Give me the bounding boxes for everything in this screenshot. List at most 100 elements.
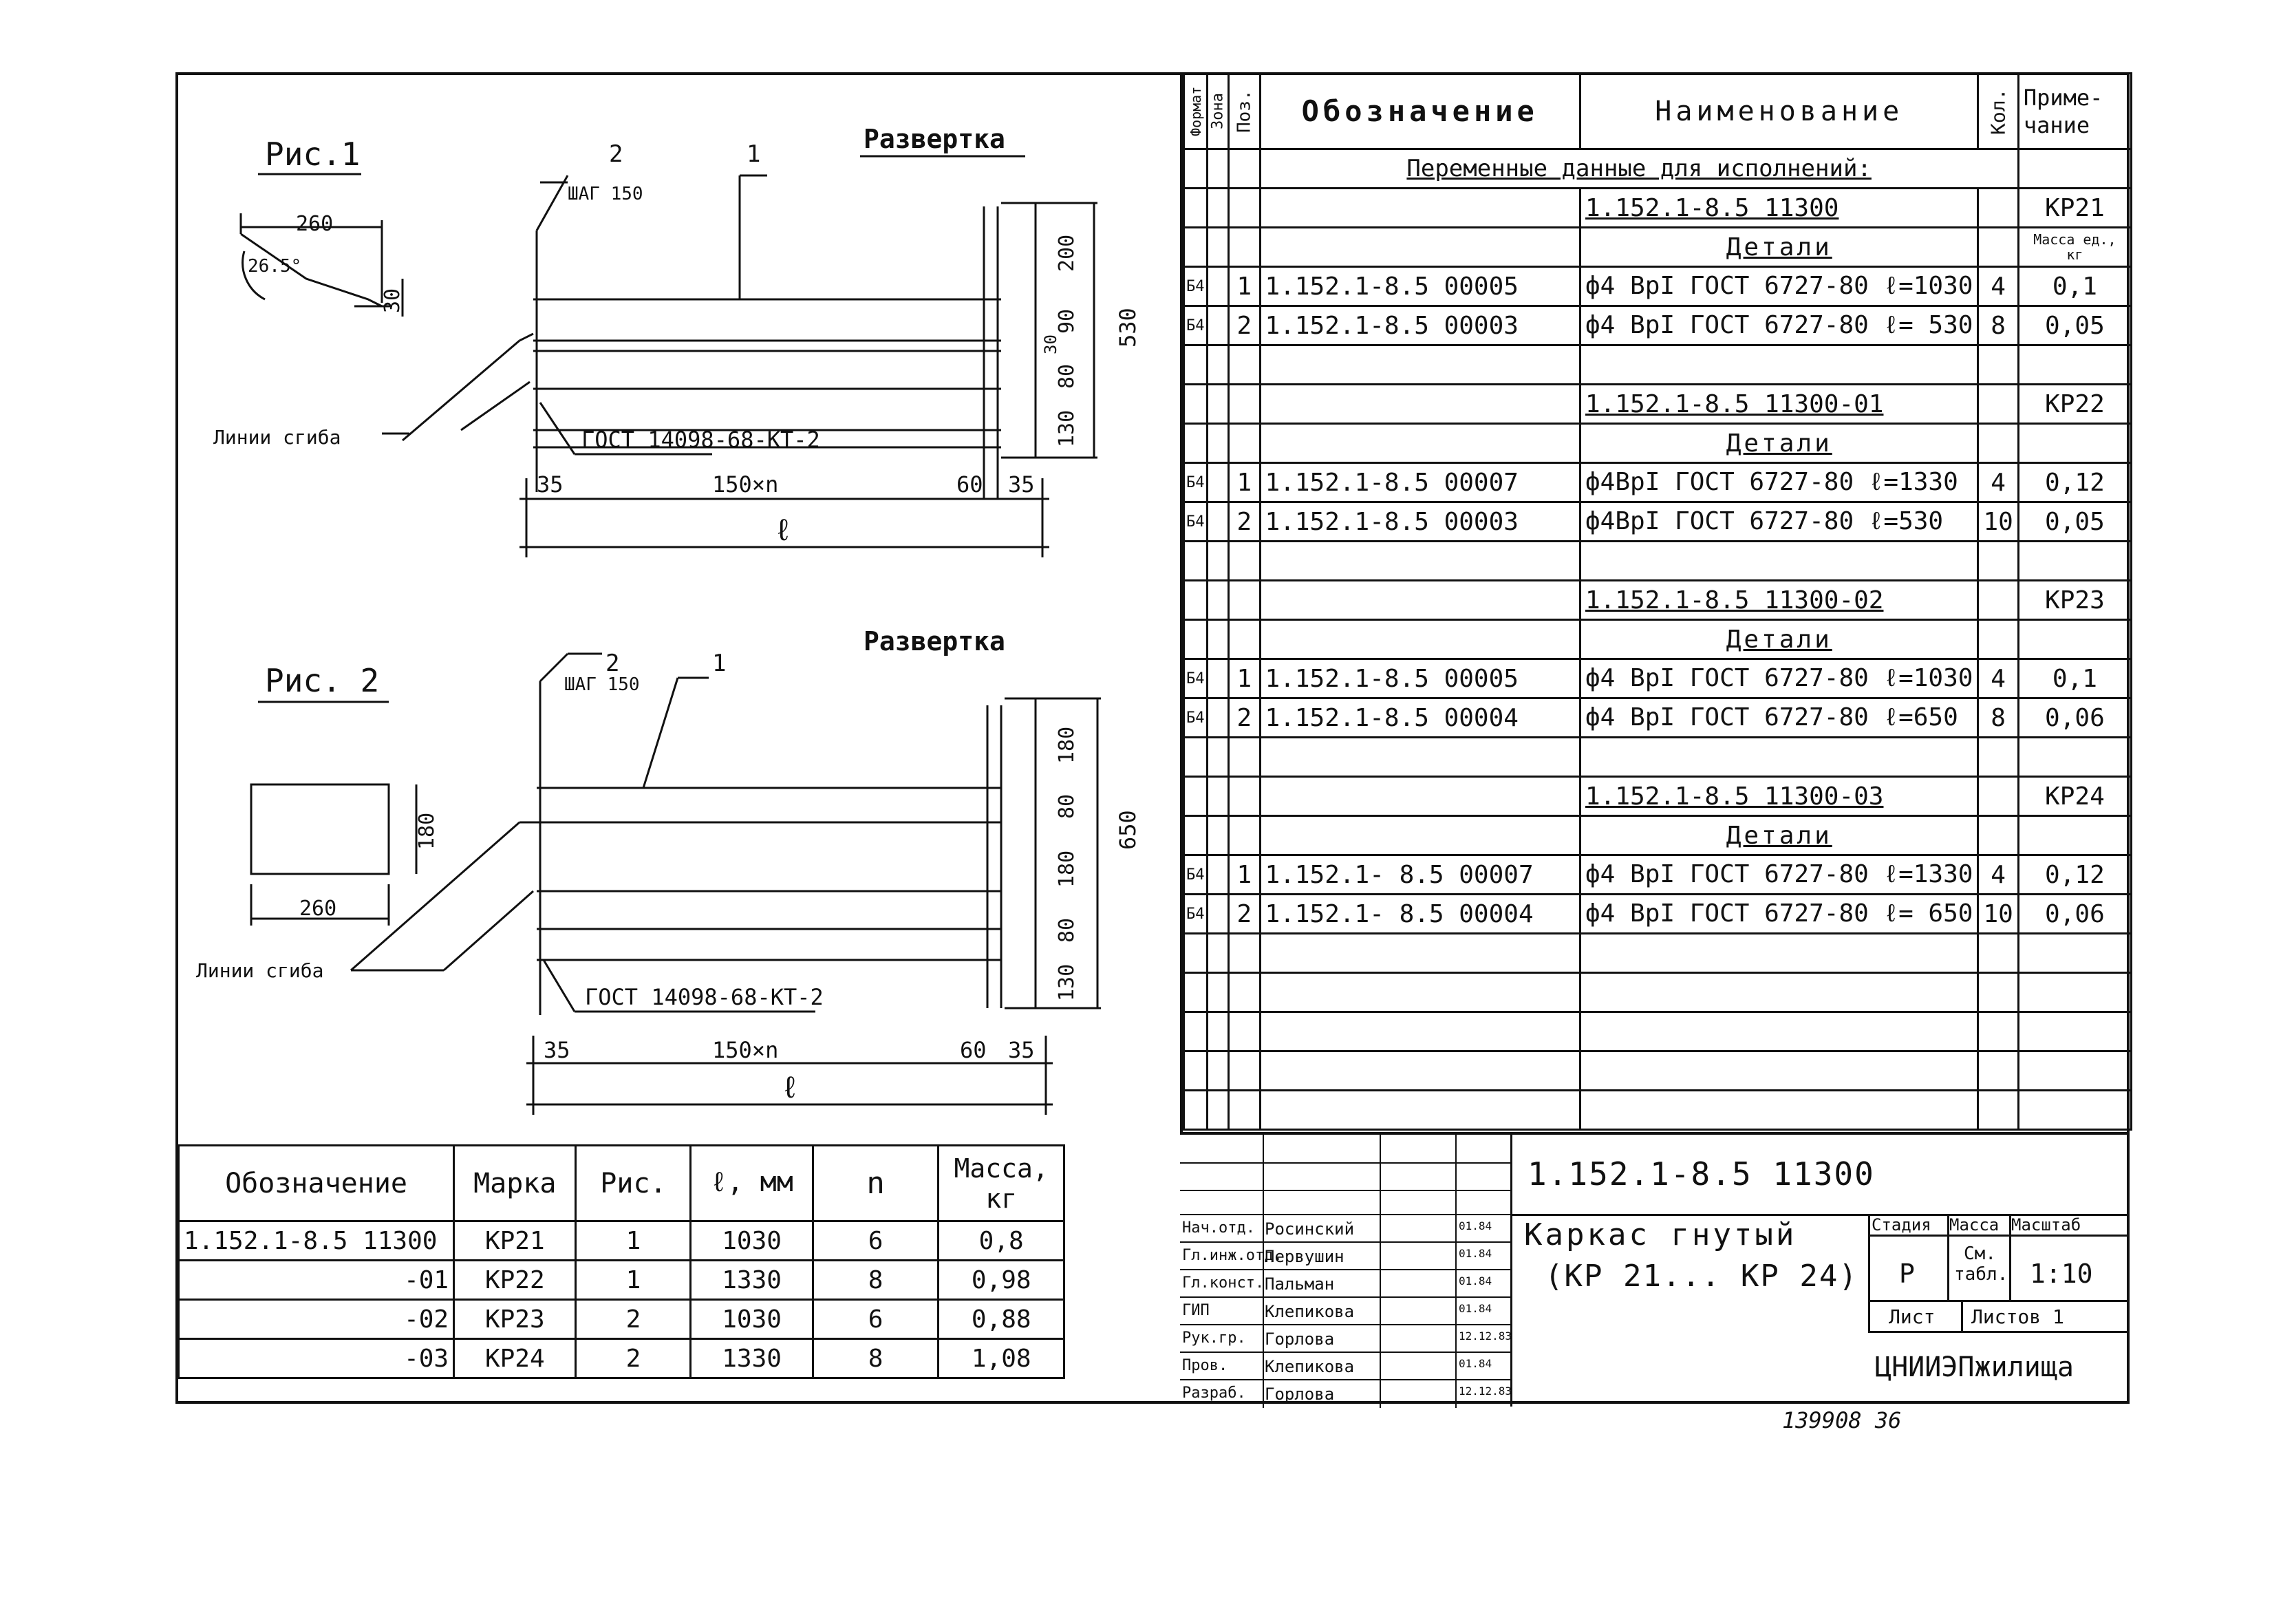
fig2-callout-1: 1 — [712, 650, 726, 677]
fig2-gost: ГОСТ 14098-68-КТ-2 — [585, 984, 824, 1010]
fig2-v-180b: 180 — [1055, 851, 1079, 888]
fig2-dim-35b: 35 — [1008, 1037, 1035, 1063]
fig2-v-80a: 80 — [1055, 794, 1079, 819]
fig1-v-530: 530 — [1115, 308, 1141, 348]
lt-h-massa: Масса, кг — [937, 1144, 1065, 1222]
spec-h-poz: Поз. — [1228, 73, 1260, 149]
fig2-dim-l: ℓ — [781, 1070, 799, 1105]
fig2-title: Рис. 2 — [265, 662, 379, 699]
spec-empty-row — [1183, 1089, 2133, 1131]
fig1-v-200: 200 — [1055, 235, 1079, 272]
fig1-razvertka: Развертка — [864, 124, 1005, 154]
tb-code: 1.152.1-8.5 11300 — [1528, 1155, 1875, 1193]
tb-stadiya-val: Р — [1899, 1259, 1915, 1289]
spec-h-note: Приме-чание — [2017, 72, 2133, 150]
spec-row — [1183, 736, 2133, 778]
spec-h-naim: Наименование — [1578, 72, 1980, 150]
left-table: Обозначение Марка Рис. ℓ, мм n Масса, кг… — [177, 1144, 1065, 1379]
tb-org: ЦНИИЭПжилища — [1875, 1351, 2074, 1383]
tb-masshtab-label: Масштаб — [2011, 1215, 2081, 1235]
left-drawings: Рис.1 Развертка 260 26.5° 30 Линии сгиба… — [196, 124, 1141, 1115]
fig2-v-130: 130 — [1055, 964, 1079, 1001]
table-row: -03 КР24 2 1330 8 1,08 — [177, 1338, 1065, 1379]
fig2-dim-260: 260 — [299, 897, 336, 921]
fig2-v-650: 650 — [1115, 810, 1141, 850]
spec-header: Формат Зона Поз. Обозначение Наименовани… — [1183, 72, 2133, 150]
fig1-profile — [240, 233, 383, 308]
fig1-v-80: 80 — [1055, 364, 1079, 389]
spec-empty-row — [1183, 932, 2133, 974]
title-block: 1.152.1-8.5 11300 Каркас гнутый (КР 21..… — [1180, 1132, 2130, 1408]
spec-variable-row: Переменные данные для исполнений: — [1183, 148, 2133, 189]
spec-empty-row — [1183, 1011, 2133, 1052]
fig1-dim-l: ℓ — [774, 513, 792, 548]
fig1-v-30: 30 — [1041, 334, 1060, 354]
lt-h-ris: Рис. — [575, 1144, 692, 1222]
fig1-callout-2: 2 — [609, 140, 623, 168]
fig1-dim-35a: 35 — [537, 471, 564, 498]
tb-stadiya-label: Стадия — [1872, 1215, 1931, 1235]
fig2-lines-label: Линии сгиба — [196, 959, 323, 982]
lt-h-n: n — [811, 1144, 940, 1222]
spec-row: Детали — [1183, 423, 2133, 464]
lt-h-marka: Марка — [453, 1144, 577, 1222]
fig1-lines-label: Линии сгиба — [213, 426, 341, 449]
fig1-callout-1: 1 — [747, 140, 760, 168]
fig2-shag: ШАГ 150 — [564, 674, 640, 695]
tb-listov: Листов 1 — [1971, 1305, 2064, 1328]
spec-row: Детали — [1183, 815, 2133, 856]
footer-number: 139908 36 — [1782, 1407, 1902, 1433]
spec-table: Формат Зона Поз. Обозначение Наименовани… — [1180, 72, 2133, 1132]
fig2-v-80b: 80 — [1055, 918, 1079, 943]
fig2-dim-150n: 150×n — [712, 1037, 778, 1063]
table-row: -01 КР22 1 1330 8 0,98 — [177, 1259, 1065, 1301]
fig1-dim-260: 260 — [296, 212, 333, 236]
lt-h-oboz: Обозначение — [177, 1144, 455, 1222]
table-row: 1.152.1-8.5 11300 КР21 1 1030 6 0,8 — [177, 1220, 1065, 1261]
fig2-v-180a: 180 — [1055, 727, 1079, 764]
fig1-gost: ГОСТ 14098-68-КТ-2 — [581, 427, 820, 453]
tb-title-1: Каркас гнутый — [1524, 1217, 1797, 1252]
spec-row — [1183, 540, 2133, 581]
spec-empty-row — [1183, 1050, 2133, 1091]
spec-h-kol: Кол. — [1977, 73, 2019, 149]
spec-variable: Переменные данные для исполнений: — [1258, 148, 2019, 189]
fig1-dim-150n: 150×n — [712, 471, 778, 498]
fig1-v-90: 90 — [1055, 309, 1079, 334]
fig1-dim-35b: 35 — [1008, 471, 1035, 498]
tb-masshtab-val: 1:10 — [2030, 1259, 2093, 1289]
tb-title-2: (КР 21... КР 24) — [1545, 1259, 1858, 1294]
spec-row: Детали — [1183, 619, 2133, 660]
spec-empty-row — [1183, 972, 2133, 1013]
tb-massa-label: Масса — [1949, 1215, 2000, 1235]
fig1-v-130: 130 — [1055, 410, 1079, 447]
fig2-dim-35a: 35 — [544, 1037, 570, 1063]
spec-h-format: Формат — [1183, 73, 1207, 149]
fig1-angle: 26.5° — [248, 256, 301, 277]
fig2-dim-60: 60 — [960, 1037, 987, 1063]
tb-list: Лист — [1889, 1305, 1936, 1328]
fig1-title: Рис.1 — [265, 136, 360, 173]
spec-h-zona: Зона — [1207, 73, 1229, 149]
fig1-shag: ШАГ 150 — [568, 184, 643, 204]
fig2-dim-180: 180 — [415, 813, 439, 850]
